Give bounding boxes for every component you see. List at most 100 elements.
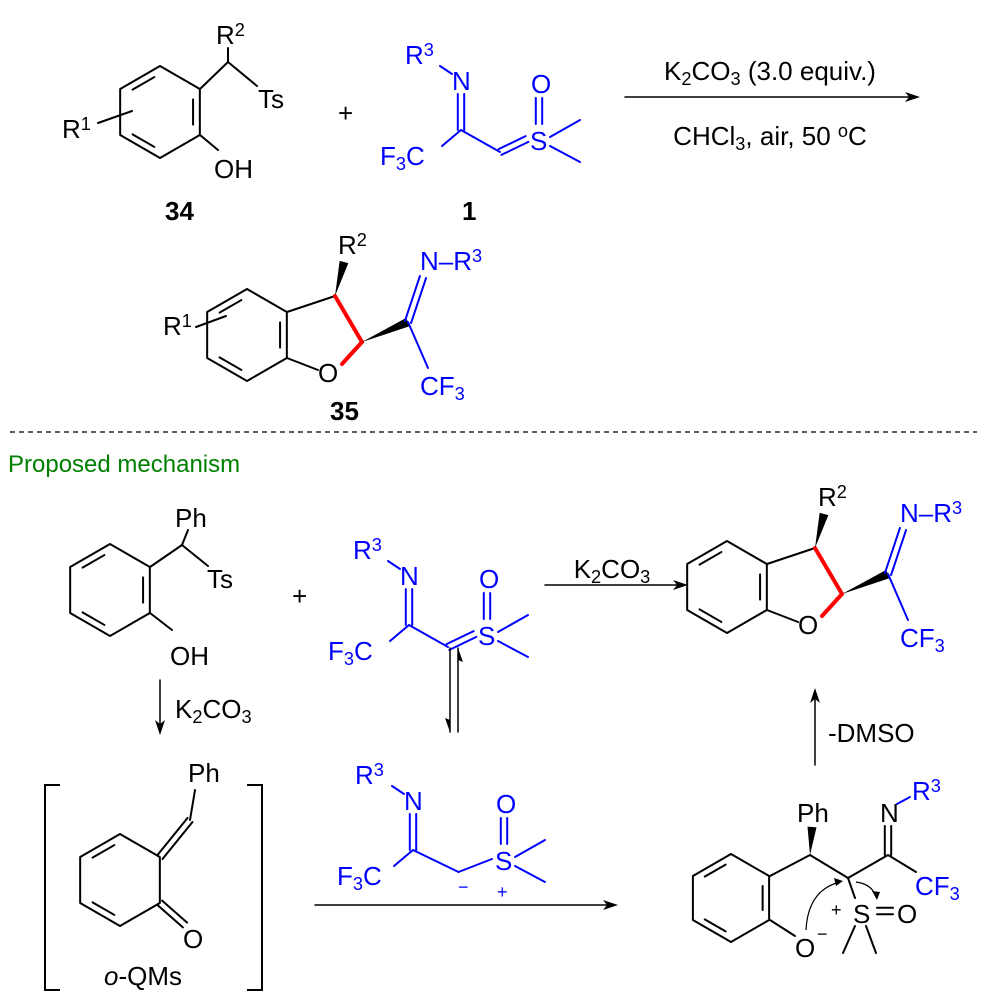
product-dihydrobenzofuran: R2 N–R3 O CF3 bbox=[798, 482, 962, 656]
ch-ph-bond bbox=[181, 529, 189, 546]
o-aryl-bond bbox=[286, 357, 319, 371]
compound-number-35: 35 bbox=[330, 396, 359, 426]
r1-label: R1 bbox=[163, 311, 192, 341]
ring-inner-double-bond bbox=[698, 608, 723, 623]
sulfur-charge: + bbox=[831, 900, 842, 920]
n-r3-bond bbox=[391, 785, 405, 795]
single-bond bbox=[847, 854, 889, 879]
s-methyl-bond bbox=[497, 640, 529, 658]
benzene-ring bbox=[206, 288, 288, 382]
o-label: O bbox=[531, 69, 551, 99]
o-quinone-methide: Ph O o-QMs bbox=[104, 758, 220, 991]
benzene-ring bbox=[69, 543, 151, 637]
oqm-label: o-QMs bbox=[104, 961, 182, 991]
ring-inner-double-bond bbox=[703, 918, 727, 933]
r2-label: R2 bbox=[338, 230, 367, 260]
single-bond bbox=[149, 544, 183, 568]
c-cf3-bond bbox=[407, 321, 429, 369]
equilibrium-arrow-head bbox=[458, 648, 463, 662]
ring-inner-double-bond bbox=[131, 133, 156, 148]
equilibrium-arrow-head bbox=[445, 718, 450, 732]
ring-inner-double-bond bbox=[91, 844, 116, 859]
n-r3-label: N–R3 bbox=[420, 246, 482, 276]
aryl-oh-bond bbox=[149, 612, 173, 631]
n-label: N bbox=[400, 561, 419, 591]
r3-label: R3 bbox=[405, 40, 434, 70]
new-c-c-bond bbox=[333, 294, 364, 344]
arrow-to-product-dmso-head bbox=[810, 688, 820, 703]
c3-r2-wedge bbox=[335, 260, 349, 296]
n-r3-bond bbox=[439, 65, 453, 75]
s-label: S bbox=[853, 899, 870, 929]
phenoxide-o-label: O bbox=[795, 933, 815, 963]
f3c-label: F3C bbox=[337, 861, 382, 894]
ring-inner-double-bond bbox=[218, 299, 243, 314]
ph-label: Ph bbox=[175, 503, 207, 533]
r3-label: R3 bbox=[912, 776, 941, 806]
c2-imine-wedge bbox=[842, 569, 890, 594]
right-bracket bbox=[247, 784, 263, 991]
solvent-text: CHCl3, air, 50 oC bbox=[673, 121, 867, 154]
ch-s-bond bbox=[457, 858, 493, 873]
ts-label: Ts bbox=[258, 84, 284, 114]
c-n-double-bond bbox=[883, 526, 901, 574]
sulfoxonium-reagent: R3 N F3C S O bbox=[328, 535, 499, 669]
r1-bond bbox=[195, 315, 227, 328]
new-c-c-bond bbox=[813, 546, 844, 596]
o-label: O bbox=[496, 789, 516, 819]
single-bond bbox=[809, 854, 849, 879]
ch-s-double-bond bbox=[500, 140, 530, 156]
f3c-label: F3C bbox=[328, 636, 373, 669]
o-label: O bbox=[318, 358, 338, 388]
mechanism-heading: Proposed mechanism bbox=[8, 451, 240, 478]
carbanion-charge: − bbox=[458, 877, 469, 897]
new-c-o-bond bbox=[340, 340, 364, 366]
curved-arrow-head bbox=[834, 878, 843, 886]
benzene-ring bbox=[691, 853, 771, 943]
s-label: S bbox=[478, 621, 495, 651]
start-phenol: Ph Ts OH bbox=[170, 503, 233, 671]
ch-s-double-bond bbox=[448, 635, 478, 651]
s-methyl-bond bbox=[514, 865, 546, 883]
new-c-o-bond bbox=[820, 592, 844, 618]
ring-inner-double-bond bbox=[698, 551, 723, 566]
s-label: S bbox=[495, 846, 512, 876]
ring-inner-double-bond bbox=[703, 863, 727, 878]
ch-ph-bond bbox=[189, 789, 196, 821]
c-cf3-bond bbox=[887, 573, 909, 621]
ch-ts-bond bbox=[181, 544, 209, 567]
ph-label: Ph bbox=[188, 758, 220, 788]
ch-s-double-bond bbox=[445, 630, 475, 646]
compound-34: R1 R2 Ts OH 34 bbox=[62, 20, 284, 226]
c-cf3-bond bbox=[389, 624, 410, 642]
o-aryl-bond bbox=[766, 609, 799, 623]
curved-arrow-head bbox=[872, 891, 880, 900]
ch-ph-wedge bbox=[807, 826, 817, 855]
plus-sign: + bbox=[292, 581, 307, 611]
ring-inner-double-bond bbox=[91, 901, 116, 916]
c-cf3-bond bbox=[441, 129, 462, 147]
n-r3-bond bbox=[896, 796, 911, 805]
ring-inner-double-bond bbox=[218, 356, 243, 371]
reagent-text: K2CO3 (3.0 equiv.) bbox=[664, 56, 876, 89]
n-r3-bond bbox=[387, 560, 401, 570]
r3-label: R3 bbox=[353, 535, 382, 565]
s-methyl-bond bbox=[865, 925, 877, 954]
reaction-conditions: K2CO3 (3.0 equiv.) CHCl3, air, 50 oC bbox=[664, 56, 876, 154]
exocyclic-double-bond bbox=[161, 821, 194, 861]
single-bond bbox=[769, 854, 811, 877]
arrow-to-oqm-head bbox=[155, 720, 165, 735]
ring-c3-bond bbox=[766, 547, 816, 565]
oqm-label-italic: o bbox=[104, 961, 118, 991]
aryl-oh-bond bbox=[199, 134, 219, 151]
benzene-ring bbox=[79, 833, 161, 927]
o-label: O bbox=[183, 924, 203, 954]
n-label: N bbox=[452, 66, 471, 96]
c3-r2-wedge bbox=[815, 512, 829, 548]
oh-label: OH bbox=[170, 641, 209, 671]
arrow-to-product-head bbox=[673, 580, 688, 590]
sulfur-charge: + bbox=[497, 882, 508, 902]
cf3-label: CF3 bbox=[900, 623, 945, 656]
o-label: O bbox=[479, 564, 499, 594]
